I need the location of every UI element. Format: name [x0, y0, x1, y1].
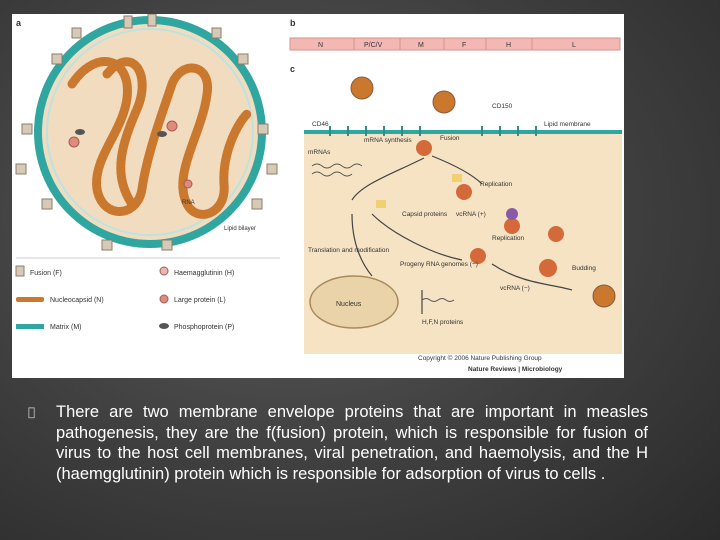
mrnas-label: mRNAs	[308, 149, 331, 156]
nucleus-label: Nucleus	[336, 301, 362, 308]
bullet-icon: 	[28, 402, 56, 422]
genome-bar: N P/C/V M F H L	[289, 37, 621, 51]
segment-l: L	[572, 42, 576, 49]
segment-f: F	[462, 42, 466, 49]
cd150-label: CD150	[492, 103, 513, 110]
cd46-label: CD46	[312, 121, 329, 128]
panel-c-label: c	[290, 64, 295, 74]
legend-phosphoprotein: Phosphoprotein (P)	[174, 324, 234, 331]
nucleus-shape	[309, 275, 399, 329]
bullet-point:  There are two membrane envelope protei…	[28, 402, 650, 484]
replication-cycle-diagram: CD46 CD150 Lipid membrane mRNAs mRNA syn…	[304, 76, 622, 354]
legend-matrix: Matrix (M)	[50, 324, 82, 331]
panel-a-label: a	[16, 18, 22, 28]
journal-credit: Nature Reviews | Microbiology	[468, 366, 563, 373]
virion-diagram: RNA Lipid bilayer	[15, 14, 278, 251]
segment-pcv: P/C/V	[364, 42, 383, 49]
hfn-proteins-label: H,F,N proteins	[422, 319, 464, 326]
bullet-text: There are two membrane envelope proteins…	[56, 403, 648, 483]
legend-large-protein: Large protein (L)	[174, 297, 226, 304]
panel-b-label: b	[290, 18, 296, 28]
rna-label: RNA	[182, 200, 195, 206]
lipid-membrane-label: Lipid membrane	[544, 121, 591, 128]
nucleocapsid-icon	[16, 297, 44, 302]
copyright-text: Copyright © 2006 Nature Publishing Group	[418, 354, 542, 362]
translation-label: Translation and modification	[308, 247, 389, 254]
mrna-synthesis-label: mRNA synthesis	[364, 137, 412, 144]
large-protein-icon	[159, 294, 169, 304]
matrix-icon	[16, 324, 44, 329]
legend: Fusion (F) Haemagglutinin (H) Nucleocaps…	[15, 257, 280, 331]
lipid-bilayer-label: Lipid bilayer	[224, 226, 256, 232]
segment-m: M	[418, 42, 424, 49]
phosphoprotein-icon	[159, 323, 169, 329]
nucleocapsid-coil	[67, 57, 252, 219]
segment-h: H	[506, 42, 511, 49]
fusion-label: Fusion	[440, 135, 460, 142]
legend-nucleocapsid: Nucleocapsid (N)	[50, 297, 104, 304]
vcrna-minus-label: vcRNA (−)	[500, 285, 530, 292]
replication-label-2: Replication	[492, 235, 525, 242]
legend-fusion: Fusion (F)	[30, 270, 62, 277]
measles-virus-figure: a	[12, 14, 624, 378]
surface-spikes	[15, 14, 278, 251]
replication-label-1: Replication	[480, 181, 513, 188]
legend-haemagglutinin: Haemagglutinin (H)	[174, 270, 234, 277]
vcrna-plus-label: vcRNA (+)	[456, 211, 486, 218]
capsid-proteins-label: Capsid proteins	[402, 211, 448, 218]
segment-n: N	[318, 42, 323, 49]
progeny-rna-label: Progeny RNA genomes (−)	[400, 261, 478, 268]
budding-label: Budding	[572, 265, 596, 272]
haemagglutinin-icon	[159, 266, 169, 276]
fusion-protein-icon	[15, 265, 25, 277]
